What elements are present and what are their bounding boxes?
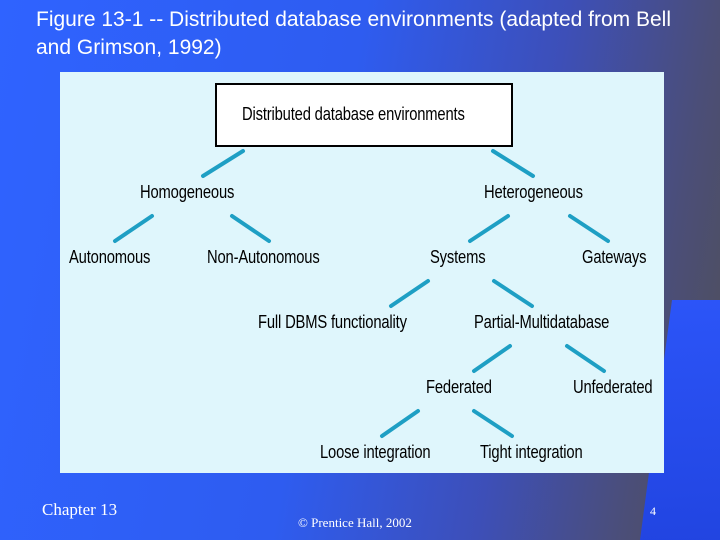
node-gateways: Gateways bbox=[582, 247, 647, 267]
node-partial-multidatabase: Partial-Multidatabase bbox=[474, 312, 610, 332]
footer-copyright: © Prentice Hall, 2002 bbox=[298, 515, 412, 530]
node-distributed-database-environments: Distributed database environments bbox=[242, 104, 465, 124]
node-loose-integration: Loose integration bbox=[320, 442, 431, 462]
node-non-autonomous: Non-Autonomous bbox=[207, 247, 320, 267]
node-heterogeneous: Heterogeneous bbox=[484, 182, 583, 202]
footer-page-number: 4 bbox=[650, 504, 656, 518]
node-autonomous: Autonomous bbox=[69, 247, 151, 267]
node-homogeneous: Homogeneous bbox=[140, 182, 235, 202]
node-tight-integration: Tight integration bbox=[480, 442, 583, 462]
node-systems: Systems bbox=[430, 247, 486, 267]
node-full-dbms-functionality: Full DBMS functionality bbox=[258, 312, 407, 332]
diagram-root-box bbox=[215, 83, 513, 147]
node-federated: Federated bbox=[426, 377, 492, 397]
node-unfederated: Unfederated bbox=[573, 377, 653, 397]
slide-title: Figure 13-1 -- Distributed database envi… bbox=[36, 8, 671, 59]
footer-chapter: Chapter 13 bbox=[42, 500, 118, 519]
